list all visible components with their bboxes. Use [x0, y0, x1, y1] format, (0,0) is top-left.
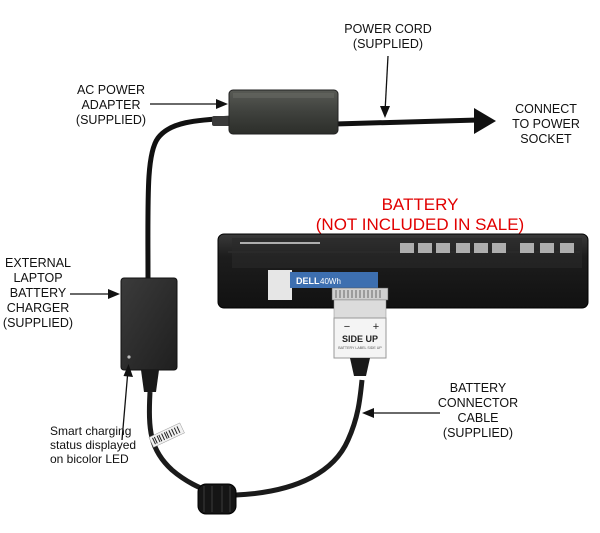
label-line: (SUPPLIED) — [75, 113, 147, 127]
battery: DELL 40Wh — [217, 233, 589, 309]
label-line: LAPTOP — [13, 271, 63, 285]
label-connect-socket: CONNECT TO POWER SOCKET — [498, 102, 594, 147]
label-line: ADAPTER — [81, 98, 141, 112]
label-line: EXTERNAL — [5, 256, 71, 270]
connector-minus: − — [344, 321, 350, 333]
label-led-status: Smart charging status displayed on bicol… — [50, 424, 150, 466]
label-line: on bicolor LED — [50, 452, 129, 466]
power-cord — [334, 117, 479, 127]
connector-plus: + — [373, 321, 379, 333]
label-ac-adapter: AC POWER ADAPTER (SUPPLIED) — [66, 83, 156, 128]
socket-arrow — [474, 108, 496, 134]
dc-cable — [145, 115, 233, 283]
battery-brand: DELL — [296, 276, 320, 286]
label-line: CABLE — [457, 411, 499, 425]
pointer-arrows — [70, 55, 440, 441]
battery-connector: − + SIDE UP BATTERY LABEL SIDE UP — [333, 299, 387, 376]
external-charger — [120, 277, 178, 392]
label-line: SOCKET — [520, 132, 572, 146]
battery-capacity: 40Wh — [320, 277, 341, 286]
label-connector-cable: BATTERY CONNECTOR CABLE (SUPPLIED) — [430, 381, 526, 441]
label-charger: EXTERNAL LAPTOP BATTERY CHARGER (SUPPLIE… — [0, 256, 76, 331]
ac-power-adapter — [212, 89, 339, 135]
connector-cable — [235, 379, 365, 498]
label-line: (SUPPLIED) — [352, 37, 424, 51]
label-line: CONNECT — [515, 102, 577, 116]
charger-cable — [146, 391, 211, 495]
led-indicator — [127, 355, 131, 359]
label-line: (SUPPLIED) — [442, 426, 514, 440]
label-line: POWER CORD — [344, 22, 432, 36]
label-battery: BATTERY (NOT INCLUDED IN SALE) — [300, 195, 540, 235]
label-power-cord: POWER CORD (SUPPLIED) — [338, 22, 438, 52]
label-line: status displayed — [50, 438, 137, 452]
label-line: BATTERY — [9, 286, 67, 300]
label-line: CONNECTOR — [437, 396, 519, 410]
label-line: TO POWER — [512, 117, 580, 131]
label-line: BATTERY — [381, 195, 459, 214]
label-line: (NOT INCLUDED IN SALE) — [315, 215, 525, 234]
label-line: Smart charging — [50, 424, 132, 438]
label-line: BATTERY — [449, 381, 507, 395]
label-line: AC POWER — [76, 83, 146, 97]
ferrite-core — [197, 483, 237, 515]
connector-small-print: BATTERY LABEL SIDE UP — [338, 346, 382, 350]
connector-side-up: SIDE UP — [342, 334, 378, 344]
label-line: CHARGER — [6, 301, 70, 315]
label-line: (SUPPLIED) — [2, 316, 74, 330]
barcode-tag — [148, 422, 185, 448]
